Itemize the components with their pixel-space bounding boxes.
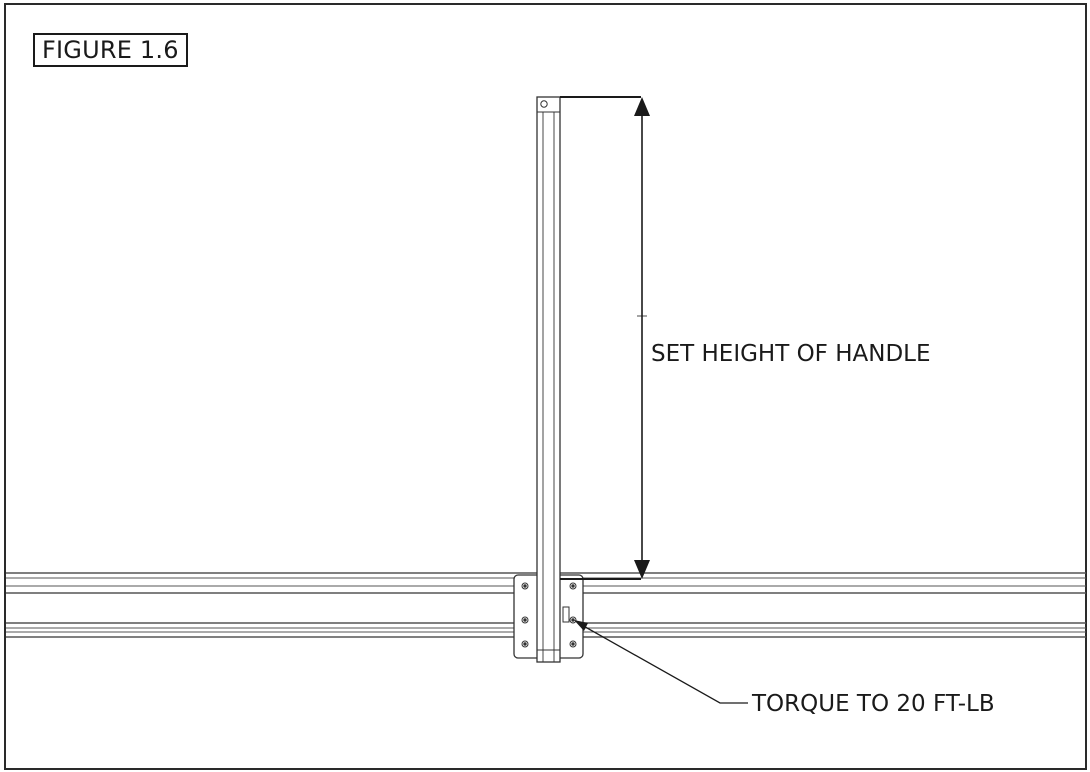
bracket-bolt xyxy=(521,582,577,648)
torque-callout: TORQUE TO 20 FT-LB xyxy=(752,691,995,717)
set-height-callout: SET HEIGHT OF HANDLE xyxy=(651,341,931,367)
set-screw xyxy=(562,606,577,624)
height-dimension xyxy=(560,96,650,580)
handle-tube xyxy=(536,96,561,663)
leader-arrow-icon xyxy=(574,620,588,631)
torque-leader xyxy=(574,620,748,704)
handle-hole xyxy=(540,100,548,108)
arrow-up-icon xyxy=(634,97,650,116)
arrow-down-icon xyxy=(634,560,650,579)
figure-label: FIGURE 1.6 xyxy=(33,33,188,67)
